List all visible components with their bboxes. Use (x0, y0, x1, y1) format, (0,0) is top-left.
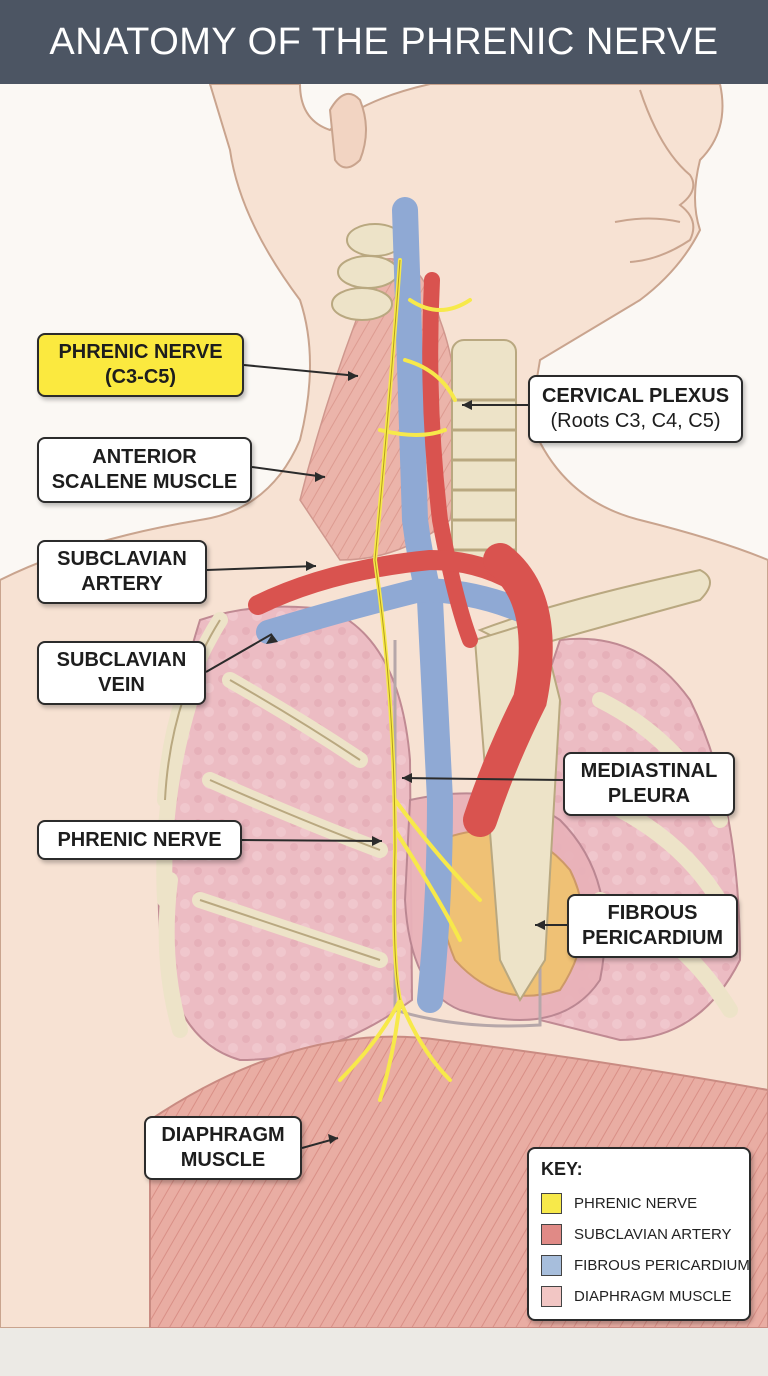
legend-label: PHRENIC NERVE (574, 1195, 698, 1212)
legend-swatch (541, 1255, 562, 1276)
label-subclavian-vein: SUBCLAVIAN VEIN (37, 641, 206, 705)
label-text: (C3-C5) (104, 366, 177, 388)
label-text: SUBCLAVIAN (56, 649, 187, 671)
label-text: PERICARDIUM (581, 927, 724, 949)
legend-swatch (541, 1286, 562, 1307)
label-text: MUSCLE (180, 1149, 266, 1171)
label-subclavian-artery: SUBCLAVIAN ARTERY (37, 540, 207, 604)
label-phrenic-nerve: PHRENIC NERVE (37, 820, 242, 860)
label-diaphragm-muscle: DIAPHRAGM MUSCLE (144, 1116, 302, 1180)
rib-outlines (164, 619, 381, 961)
label-mediastinal-pleura: MEDIASTINAL PLEURA (563, 752, 735, 816)
aorta (463, 543, 553, 837)
label-text: CERVICAL PLEXUS (541, 385, 730, 407)
label-text: ANTERIOR (92, 446, 197, 468)
trachea (451, 339, 517, 571)
label-text: PLEURA (607, 785, 691, 807)
legend-swatch (541, 1224, 562, 1245)
subclavian-vein (256, 577, 532, 644)
label-text: FIBROUS (607, 902, 698, 924)
label-text: DIAPHRAGM (161, 1124, 285, 1146)
legend-item: DIAPHRAGM MUSCLE (541, 1281, 737, 1312)
label-text: SUBCLAVIAN (57, 548, 187, 570)
label-text: (Roots C3, C4, C5) (550, 410, 721, 432)
cervical-vertebrae (331, 223, 404, 321)
legend-item: SUBCLAVIAN ARTERY (541, 1219, 737, 1250)
ear (328, 92, 367, 169)
phrenic-nerve-outline (374, 259, 401, 1001)
bottom-strip (0, 1328, 768, 1376)
label-phrenic-nerve-c3-c5: PHRENIC NERVE (C3-C5) (37, 333, 244, 397)
legend-label: FIBROUS PERICARDIUM (574, 1257, 750, 1274)
legend-key: KEY: PHRENIC NERVE SUBCLAVIAN ARTERY FIB… (527, 1147, 751, 1321)
label-text: PHRENIC NERVE (57, 828, 222, 851)
legend-label: SUBCLAVIAN ARTERY (574, 1226, 732, 1243)
label-anterior-scalene-muscle: ANTERIOR SCALENE MUSCLE (37, 437, 252, 503)
label-text: PHRENIC NERVE (58, 341, 223, 363)
carotid-artery (422, 272, 478, 648)
title-bar: ANATOMY OF THE PHRENIC NERVE (0, 0, 768, 84)
face-profile (629, 89, 695, 263)
pointer-arrows (205, 364, 567, 1149)
legend-item: FIBROUS PERICARDIUM (541, 1250, 750, 1281)
arrow-heads (266, 371, 545, 1144)
label-text: SCALENE MUSCLE (51, 471, 238, 493)
label-text: VEIN (98, 674, 145, 696)
legend-label: DIAPHRAGM MUSCLE (574, 1288, 732, 1305)
legend-title: KEY: (541, 1159, 583, 1179)
legend-swatch (541, 1193, 562, 1214)
label-text: MEDIASTINAL (580, 760, 718, 782)
label-text: ARTERY (81, 573, 163, 595)
label-fibrous-pericardium: FIBROUS PERICARDIUM (567, 894, 738, 958)
label-cervical-plexus: CERVICAL PLEXUS (Roots C3, C4, C5) (528, 375, 743, 443)
page-title: ANATOMY OF THE PHRENIC NERVE (49, 20, 719, 63)
legend-item: PHRENIC NERVE (541, 1188, 737, 1219)
vein (392, 197, 454, 1013)
mouth (614, 217, 681, 223)
